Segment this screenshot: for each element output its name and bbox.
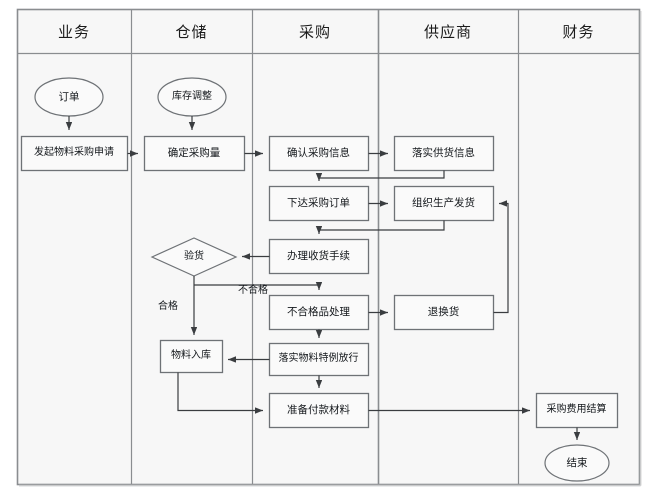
shape-inspect	[150, 237, 238, 277]
shape-confirm-qty	[143, 135, 246, 172]
shape-cost-settle	[535, 392, 619, 429]
shape-return-exchange	[393, 294, 495, 331]
shape-receive-goods	[268, 238, 370, 275]
shape-produce-ship	[393, 185, 495, 222]
node-shapes	[20, 77, 619, 482]
edge-inspect-to-defect-handle	[194, 282, 323, 290]
edge-produce-ship-to-receive-goods	[315, 220, 445, 234]
shape-raise-request	[20, 135, 129, 172]
edge-supply-info-to-place-order	[315, 170, 445, 181]
shape-material-inbound	[159, 339, 224, 374]
edge-material-inbound-to-prepare-payment	[177, 372, 263, 414]
shape-prepare-payment	[268, 392, 370, 429]
connectors	[65, 116, 581, 440]
shape-stock-adjust	[157, 77, 227, 117]
shape-end	[544, 444, 610, 482]
shape-defect-handle	[268, 294, 370, 331]
shape-supply-info	[393, 135, 495, 172]
shape-confirm-info	[268, 135, 370, 172]
edge-return-exchange-to-produce-ship	[493, 200, 509, 314]
shape-place-order	[268, 185, 370, 222]
shape-order	[34, 77, 104, 117]
shape-special-release	[268, 342, 370, 377]
